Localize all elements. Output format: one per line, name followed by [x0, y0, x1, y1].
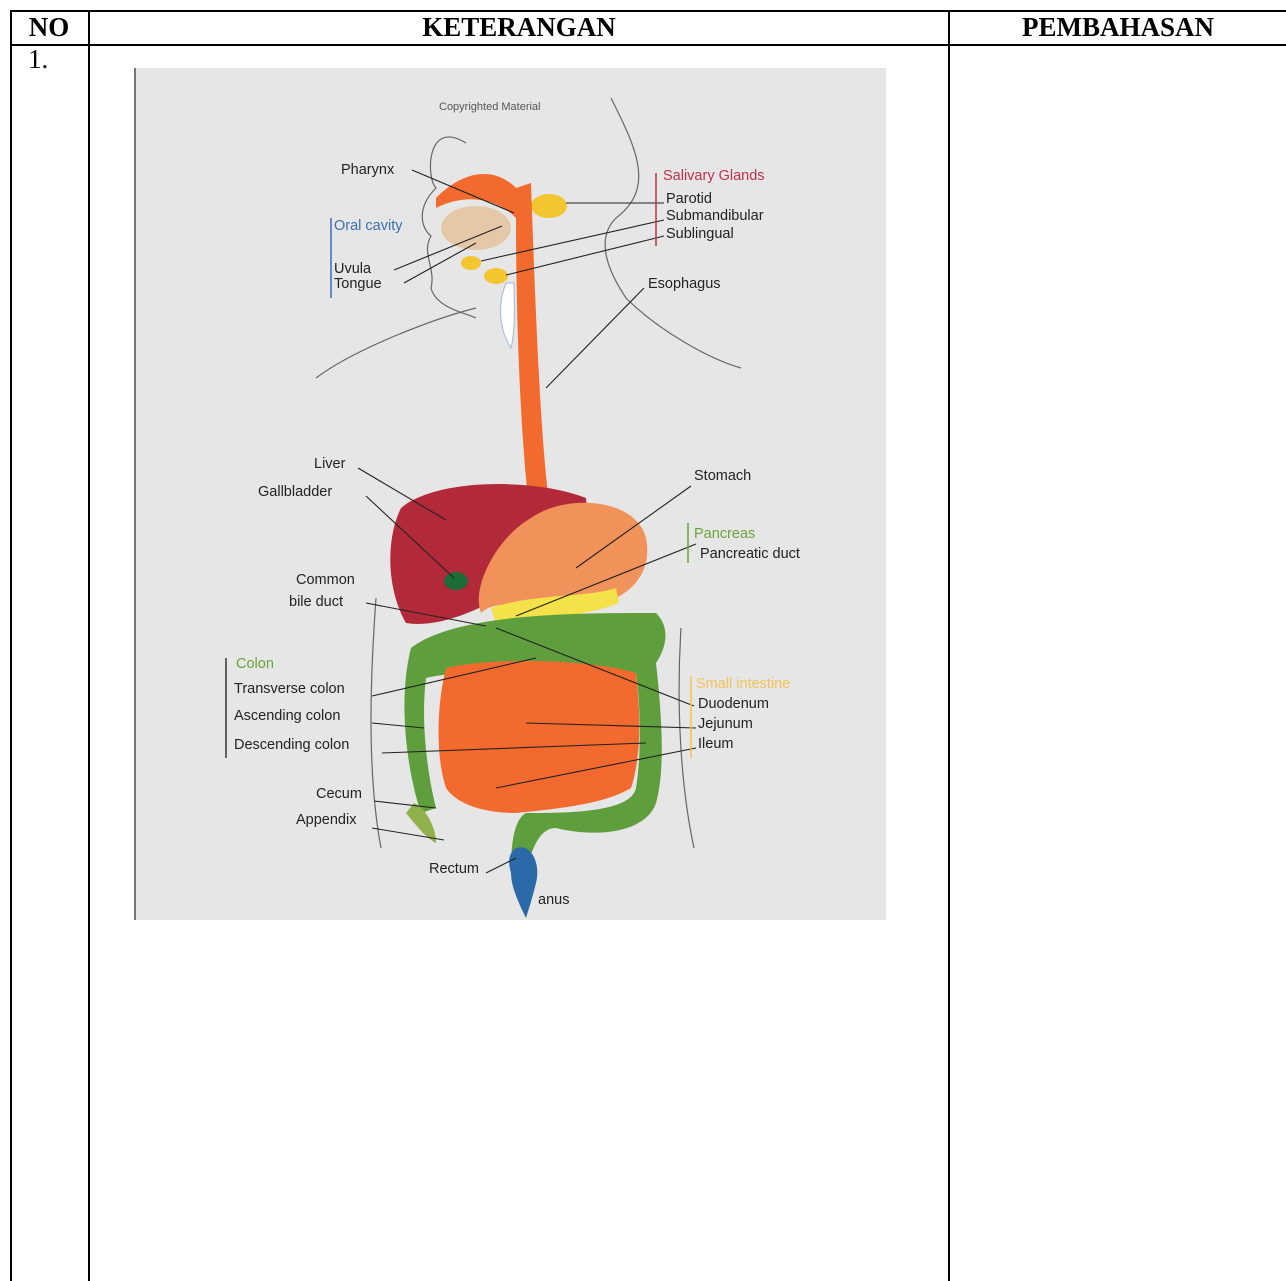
parotid-label: Parotid	[666, 191, 712, 207]
cecum-label: Cecum	[316, 786, 362, 802]
common-bile-duct-label-line1: Common	[296, 572, 355, 588]
salivary-glands-label: Salivary Glands	[663, 168, 765, 184]
transverse-colon-label: Transverse colon	[234, 681, 345, 697]
shoulder-left	[316, 308, 476, 378]
appendix-label: Appendix	[296, 812, 357, 828]
tongue-label: Tongue	[334, 276, 382, 292]
stomach-label: Stomach	[694, 468, 751, 484]
pancreatic-duct-label: Pancreatic duct	[700, 546, 800, 562]
sublingual-gland	[484, 268, 508, 284]
digestive-system-diagram: Copyrighted Material Pharynx Oral cavity…	[134, 68, 886, 920]
parotid-gland	[531, 194, 567, 218]
column-divider-2	[948, 10, 950, 1281]
pharynx-label: Pharynx	[341, 162, 395, 178]
liver-label: Liver	[314, 456, 346, 472]
ileum-label: Ileum	[698, 736, 733, 752]
sublingual-label: Sublingual	[666, 226, 734, 242]
descending-colon-label: Descending colon	[234, 737, 349, 753]
small-intestine-shape	[439, 661, 640, 813]
header-no: NO	[10, 10, 88, 45]
submandibular-gland	[461, 256, 481, 270]
anus-label: anus	[538, 892, 569, 908]
common-bile-duct-label-line2: bile duct	[289, 594, 343, 610]
rectum-shape	[509, 847, 537, 918]
small-intestine-label: Small intestine	[696, 676, 790, 692]
document-table: NO KETERANGAN PEMBAHASAN 1.	[10, 10, 1286, 1281]
gallbladder-label: Gallbladder	[258, 484, 332, 500]
header-pembahasan: PEMBAHASAN	[950, 10, 1286, 45]
leader-esophagus	[546, 288, 644, 388]
ascending-colon-label: Ascending colon	[234, 708, 340, 724]
esophagus-label: Esophagus	[648, 276, 721, 292]
watermark-label: Copyrighted Material	[439, 101, 541, 113]
jejunum-label: Jejunum	[698, 716, 753, 732]
table-left-border	[10, 10, 12, 1281]
colon-label: Colon	[236, 656, 274, 672]
pancreas-label: Pancreas	[694, 526, 755, 542]
header-keterangan: KETERANGAN	[90, 10, 948, 45]
column-divider-1	[88, 10, 90, 1281]
row-number: 1.	[28, 44, 48, 75]
gallbladder-shape	[444, 572, 468, 590]
trachea	[501, 283, 515, 348]
duodenum-label: Duodenum	[698, 696, 769, 712]
oral-cavity-label: Oral cavity	[334, 218, 403, 234]
submandibular-label: Submandibular	[666, 208, 764, 224]
uvula-label: Uvula	[334, 261, 372, 277]
rectum-label: Rectum	[429, 861, 479, 877]
torso-right	[679, 628, 694, 848]
digestive-system-illustration: Copyrighted Material Pharynx Oral cavity…	[136, 68, 886, 920]
